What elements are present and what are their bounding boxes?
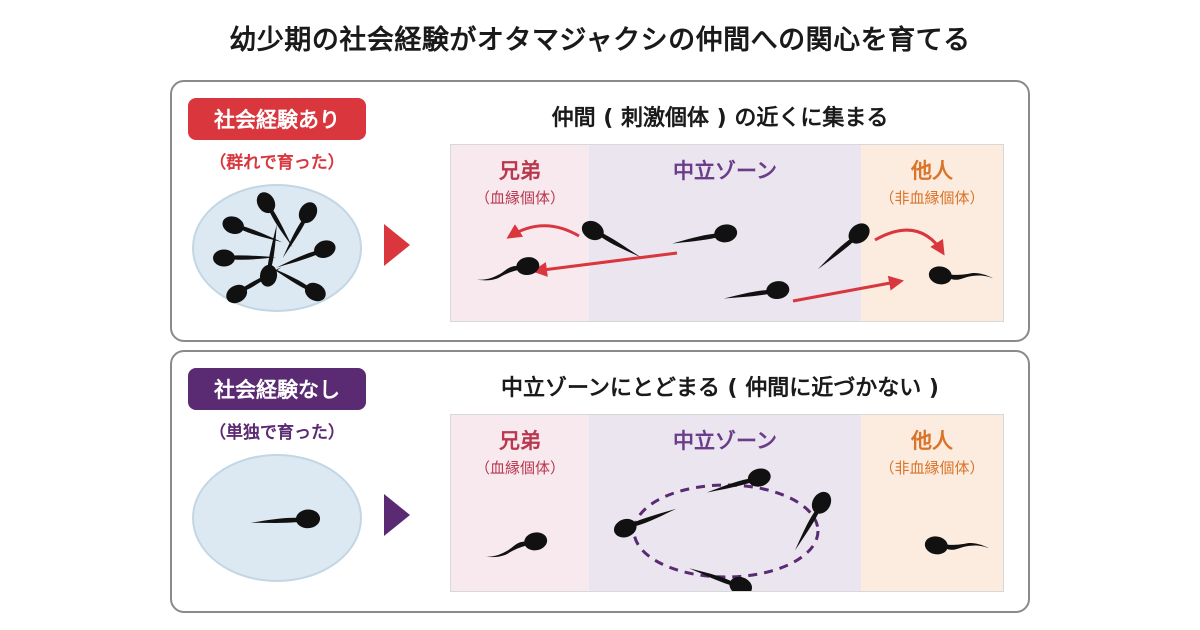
panel-no-social-experience: 社会経験なし （単独で育った） 中立ゾーンにとどまる ( 仲間に近づかない ) …	[170, 350, 1030, 613]
tadpole-icon	[250, 508, 321, 532]
zone-sibling: 兄弟 （血縁個体）	[451, 415, 589, 591]
triangle-pointer-icon	[384, 224, 410, 266]
choice-arena: 兄弟 （血縁個体） 中立ゾーン 他人 （非血縁個体）	[450, 414, 1004, 592]
zone-sibling-label: 兄弟	[499, 159, 541, 183]
arrow-icon	[874, 228, 945, 256]
choice-arena: 兄弟 （血縁個体） 中立ゾーン 他人 （非血縁個体）	[450, 144, 1004, 322]
group-rearing-circle	[192, 184, 362, 312]
tadpole-icon	[474, 255, 541, 283]
dashed-loop-icon	[632, 483, 820, 579]
tadpole-group-illustration	[213, 188, 339, 307]
panel-heading-stay-neutral: 中立ゾーンにとどまる ( 仲間に近づかない )	[501, 376, 939, 401]
arrow-icon	[506, 224, 580, 239]
zone-sibling-sub: （血縁個体）	[474, 189, 565, 207]
zone-sibling-label: 兄弟	[499, 429, 541, 453]
triangle-pointer-icon	[384, 494, 410, 536]
tadpole-icon	[686, 559, 755, 591]
arrow-icon	[792, 275, 904, 303]
subtitle-raised-in-group: （群れで育った）	[209, 153, 345, 173]
tadpole-icon	[722, 279, 791, 307]
panel-social-experience: 社会経験あり （群れで育った） 仲間 ( 刺激個体 ) の近くに集まる 兄弟 （…	[170, 80, 1030, 342]
badge-without-social-experience: 社会経験なし	[188, 368, 366, 410]
tadpole-icon	[266, 258, 330, 305]
zone-stranger-sub: （非血縁個体）	[879, 189, 985, 207]
zone-stranger: 他人 （非血縁個体）	[861, 415, 1003, 591]
arrow-icon	[532, 251, 678, 277]
tadpole-icon	[811, 219, 874, 276]
panel-heading-gather: 仲間 ( 刺激個体 ) の近くに集まる	[551, 106, 889, 131]
zone-neutral-label: 中立ゾーン	[673, 429, 777, 453]
zone-neutral-label: 中立ゾーン	[673, 159, 777, 183]
neutral-zone-illustration	[482, 465, 990, 591]
tadpole-icon	[704, 465, 773, 501]
tadpole-icon	[482, 530, 549, 560]
movement-illustration	[474, 216, 994, 307]
zone-sibling-sub: （血縁個体）	[474, 459, 565, 477]
badge-with-social-experience: 社会経験あり	[188, 98, 366, 140]
tadpole-icon	[213, 249, 276, 267]
zone-stranger-sub: （非血縁個体）	[879, 459, 985, 477]
isolated-rearing-circle	[192, 454, 362, 582]
tadpole-icon	[670, 222, 739, 252]
tadpole-icon	[273, 237, 339, 275]
zone-stranger-label: 他人	[911, 159, 953, 183]
subtitle-raised-alone: （単独で育った）	[209, 423, 345, 443]
zone-stranger: 他人 （非血縁個体）	[861, 145, 1003, 321]
single-tadpole-illustration	[250, 508, 321, 532]
tadpole-icon	[923, 534, 990, 564]
main-title: 幼少期の社会経験がオタマジャクシの仲間への関心を育てる	[229, 25, 971, 56]
tadpole-icon	[611, 501, 680, 541]
tadpole-icon	[927, 264, 994, 294]
zone-stranger-label: 他人	[911, 429, 953, 453]
